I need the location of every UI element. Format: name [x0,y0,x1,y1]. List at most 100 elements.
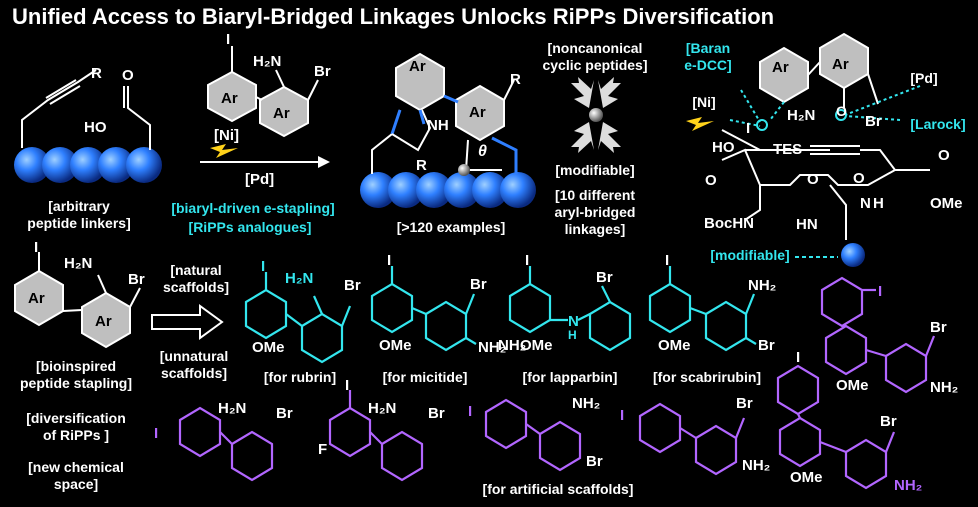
iodo-label: I [261,258,265,275]
substrate-right [721,32,930,240]
triple-bond [45,79,81,105]
nh-label: H [873,195,884,212]
artificial-atom-labels: I Br OMe NH₂ I H₂N Br I F H₂N Br I NH₂ B… [154,283,958,494]
label-for-rubrin: [for rubrin] [263,369,337,385]
ome-label: OMe [379,337,412,354]
iodo-label: I [620,407,624,424]
O-label: O [122,67,134,84]
ar-label: Ar [95,313,112,330]
O-label: O [807,171,819,188]
ni-site [756,119,768,131]
artificial-scaffolds [178,276,936,490]
amine-label: H₂N [368,400,396,417]
ar-label: Ar [772,59,789,76]
O-label: O [836,103,847,119]
label-examples: [>120 examples] [396,219,506,235]
bromo-label: Br [880,413,897,430]
amine-label: H₂N [64,255,92,272]
bead [126,147,162,183]
amine-label: H₂N [253,53,281,70]
bromo-label: Br [344,277,361,294]
ni-reagent: [Ni] [214,127,239,144]
bead [42,147,78,183]
bromo-label: Br [736,395,753,412]
bead [70,147,106,183]
bead [841,243,865,267]
amine-label: H₂N [285,270,313,287]
label-ripps-analogues: [RiPPs analogues] [188,219,312,235]
iodo-label: I [796,349,800,366]
amine-label: NH₂ [894,477,922,494]
ome-label: OMe [836,377,869,394]
stapled-product [360,52,536,208]
alkyne-chain [21,69,97,148]
HO-label: HO [712,139,735,156]
ar-label: Ar [28,290,45,307]
ome-label: OMe [790,469,823,486]
iodo-label: I [746,120,750,137]
O-label: O [938,147,950,164]
label-for-scabrirubin: [for scabrirubin] [652,369,762,385]
bromo-label: Br [314,63,331,80]
HO-label: HO [84,119,107,136]
iodo-label: I [665,252,669,269]
O-label: O [705,172,717,189]
R-label: R [510,71,521,88]
bromo-label: Br [470,276,487,293]
label-for-lapparbin: [for lapparbin] [522,369,618,385]
ome-label: OMe [658,337,691,354]
bead [14,147,50,183]
ar-label: Ar [409,58,426,75]
ome-label: OMe [252,339,285,356]
label-for-artificial: [for artificial scaffolds] [482,481,634,497]
iodo-label: I [226,31,230,48]
label-ni-right: [Ni] [692,94,716,110]
bromo-label: Br [428,405,445,422]
lightning-icon [210,144,238,158]
resin-beads [14,147,162,183]
bromo-label: Br [758,337,775,354]
ar-label: Ar [832,56,849,73]
label-pd-right: [Pd] [910,70,938,86]
generic-biaryl [14,252,141,349]
amine-label: NH₂ [572,395,600,412]
bromo-label: Br [596,269,613,286]
amine-label: NH₂ [742,457,770,474]
natural-scaffolds [244,266,757,364]
amine-label: H₂N [218,400,246,417]
hollow-arrow [151,304,224,340]
bromo-label: Br [276,405,293,422]
O-label: O [853,170,865,187]
ar-label: Ar [221,90,238,107]
R-label: R [416,157,427,174]
iodo-label: I [468,403,472,420]
iodo-label: I [525,252,529,269]
R-label: R [91,65,102,82]
pd-reagent: [Pd] [245,171,274,188]
amine-label: NH₂ [748,277,776,294]
iodo-label: I [345,377,349,394]
h-label: H [568,328,577,342]
lightning-icon [686,117,714,131]
ome-label: OMe [930,195,963,212]
bead [98,147,134,183]
page-title: Unified Access to Biaryl-Bridged Linkage… [12,4,775,29]
bromo-label: Br [128,271,145,288]
dihalo-biaryl-reagent [207,46,319,138]
n-label: N [568,313,579,330]
iodo-label: I [387,252,391,269]
iodo-label: I [34,239,38,256]
label-for-micitide: [for micitide] [382,369,468,385]
amine-label: NH₂ [930,379,958,396]
label-modifiable-right: [modifiable] [710,247,790,263]
ar-label: Ar [469,104,486,121]
nh-label: NH [427,117,449,134]
